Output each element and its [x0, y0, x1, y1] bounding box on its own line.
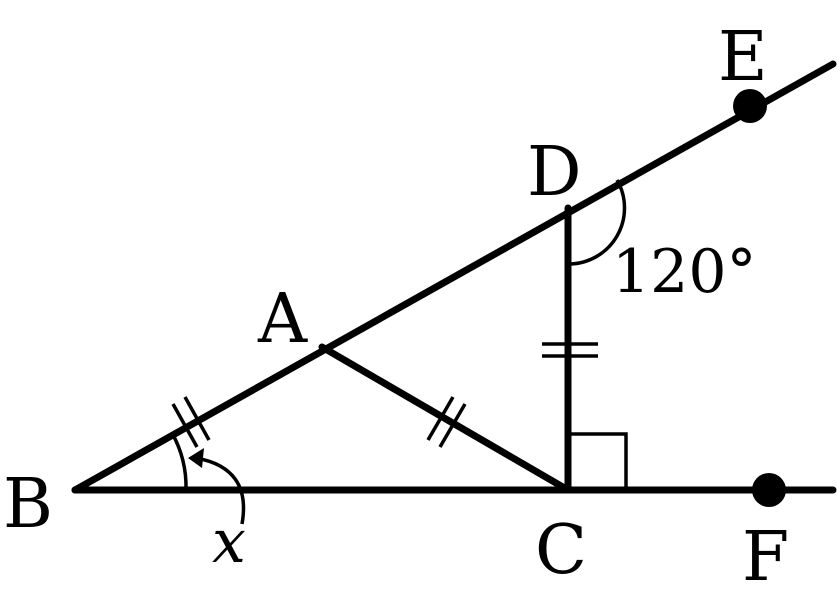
- tick-marks-ba: [171, 396, 211, 448]
- segment-a-c: [318, 343, 572, 494]
- right-angle-mark: [568, 432, 628, 490]
- label-c: C: [535, 511, 587, 590]
- arrowhead-icon: [188, 448, 204, 468]
- label-d: D: [527, 133, 582, 212]
- label-a: A: [257, 280, 308, 359]
- angle-label: 120°: [612, 237, 757, 307]
- angle-pointer-arrow: [195, 456, 246, 525]
- label-f: F: [742, 518, 789, 597]
- label-b: B: [3, 465, 53, 544]
- tick-marks-dc: [542, 342, 598, 358]
- point-f-dot: [752, 473, 786, 507]
- angle-arc-b: [170, 432, 188, 491]
- line-b-e: [71, 60, 837, 494]
- label-e: E: [718, 18, 768, 97]
- point-e-dot: [733, 89, 767, 123]
- variable-label: x: [212, 507, 246, 577]
- tick-marks-ac: [426, 396, 467, 448]
- angle-arc-d: [567, 179, 627, 266]
